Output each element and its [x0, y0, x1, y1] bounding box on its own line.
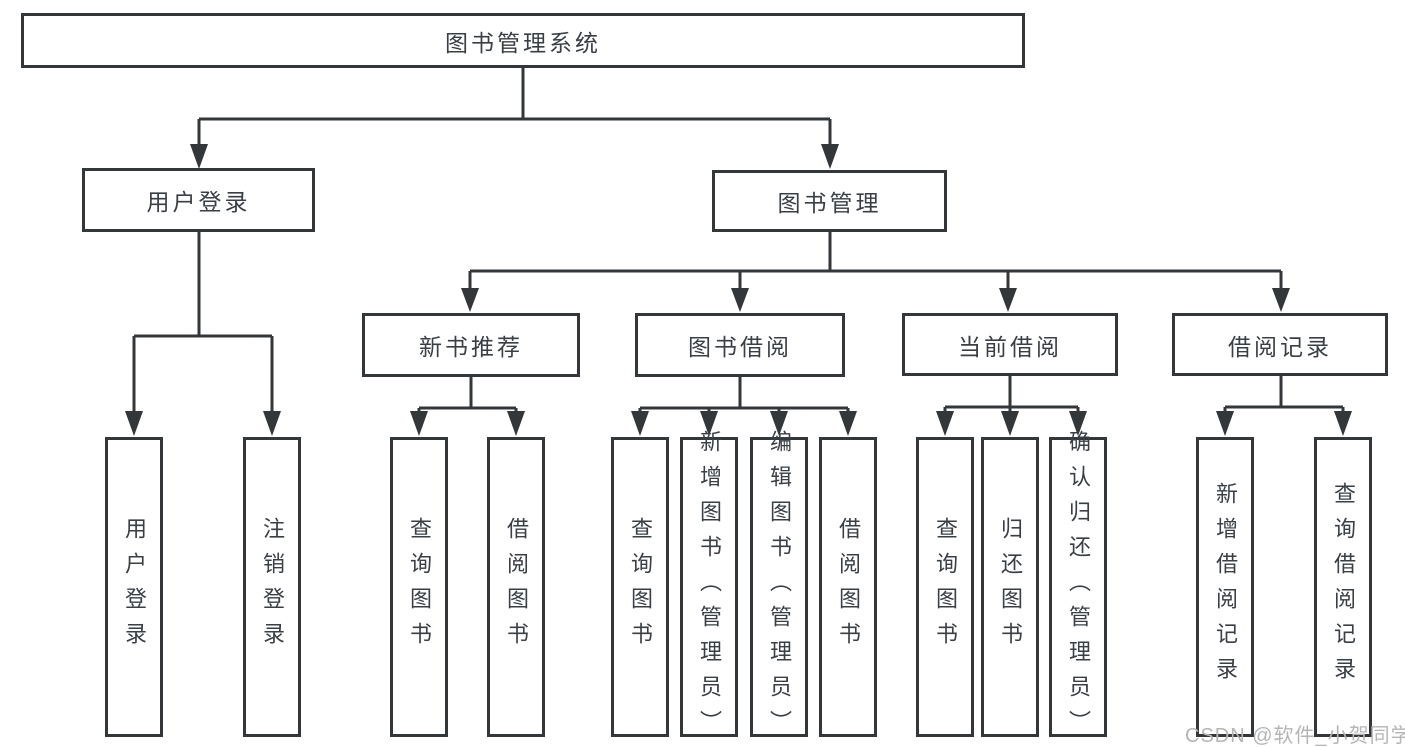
leaf-return-books: 归还图书 — [981, 437, 1039, 737]
connector-line — [943, 376, 1080, 413]
connector-root — [190, 68, 839, 169]
arrowhead-icon — [1334, 411, 1352, 436]
arrowhead-icon — [1001, 411, 1019, 436]
arrowhead-icon — [700, 411, 718, 436]
leaf-query-books-current: 查询图书 — [916, 437, 974, 737]
arrowhead-icon — [821, 144, 839, 169]
leaf-label: 查询图书 — [628, 517, 653, 657]
leaf-label: 查询图书 — [933, 517, 958, 657]
leaf-add-borrow-record: 新增借阅记录 — [1196, 437, 1254, 737]
connector-new-book-recommendation — [410, 377, 525, 436]
leaf-label: 归还图书 — [998, 517, 1023, 657]
leaf-logout: 注销登录 — [243, 437, 301, 737]
arrowhead-icon — [190, 144, 208, 169]
arrowhead-icon — [410, 411, 428, 436]
connector-line — [132, 232, 274, 413]
node-book-borrowing: 图书借阅 — [635, 313, 845, 377]
arrowhead-icon — [1216, 411, 1234, 436]
connector-line — [638, 377, 850, 413]
node-label: 借阅记录 — [1228, 333, 1332, 360]
arrowhead-icon — [731, 288, 749, 312]
leaf-edit-books-admin: 编辑图书（管理员） — [750, 430, 808, 745]
arrowhead-icon — [999, 288, 1017, 312]
connector-current-borrowing — [936, 376, 1087, 436]
node-new-book-recommendation: 新书推荐 — [362, 313, 580, 377]
connector-book-management — [461, 232, 1290, 312]
node-label: 当前借阅 — [958, 333, 1062, 360]
leaf-label: 新增借阅记录 — [1213, 482, 1238, 692]
leaf-label: 借阅图书 — [504, 517, 529, 657]
arrowhead-icon — [936, 411, 954, 436]
node-current-borrowing: 当前借阅 — [902, 313, 1118, 376]
leaf-borrow-books-newbooks: 借阅图书 — [487, 437, 545, 737]
connector-line — [417, 377, 518, 413]
arrowhead-icon — [631, 411, 649, 436]
node-borrowing-records: 借阅记录 — [1172, 313, 1388, 376]
node-label: 用户登录 — [146, 189, 251, 215]
leaf-query-borrow-record: 查询借阅记录 — [1314, 437, 1372, 737]
arrowhead-icon — [461, 288, 479, 312]
arrowhead-icon — [507, 411, 525, 436]
leaf-label: 借阅图书 — [836, 517, 861, 657]
leaf-confirm-return-admin: 确认归还（管理员） — [1049, 430, 1107, 745]
arrowhead-icon — [125, 411, 143, 436]
leaf-query-books-newbooks: 查询图书 — [390, 437, 448, 737]
leaf-user-login: 用户登录 — [105, 437, 163, 737]
leaf-label: 用户登录 — [122, 517, 147, 657]
node-label: 图书管理 — [777, 190, 882, 216]
leaf-add-books-admin: 新增图书（管理员） — [680, 430, 738, 745]
connector-line — [197, 68, 832, 146]
arrowhead-icon — [839, 411, 857, 436]
csdn-watermark: CSDN @软件_小贺同学 — [1185, 725, 1405, 747]
leaf-label: 编辑图书（管理员） — [767, 429, 792, 745]
node-library-system: 图书管理系统 — [21, 13, 1025, 68]
arrowhead-icon — [1069, 411, 1087, 436]
node-book-management: 图书管理 — [712, 170, 947, 232]
connector-line — [1223, 376, 1345, 413]
connector-user-login — [125, 232, 281, 436]
connector-borrowing-records — [1216, 376, 1352, 436]
connector-book-borrowing — [631, 377, 857, 436]
arrowhead-icon — [770, 411, 788, 436]
leaf-query-books-borrow: 查询图书 — [611, 437, 669, 737]
node-user-login: 用户登录 — [82, 168, 315, 232]
arrowhead-icon — [263, 411, 281, 436]
leaf-label: 查询借阅记录 — [1331, 482, 1356, 692]
connector-line — [468, 232, 1283, 290]
leaf-label: 新增图书（管理员） — [697, 429, 722, 745]
leaf-label: 确认归还（管理员） — [1066, 429, 1091, 745]
arrowhead-icon — [1272, 288, 1290, 312]
node-label: 图书借阅 — [688, 334, 792, 360]
leaf-label: 查询图书 — [407, 517, 432, 657]
leaf-label: 注销登录 — [260, 517, 285, 657]
node-label: 新书推荐 — [419, 334, 523, 360]
leaf-borrow-books-borrow: 借阅图书 — [819, 437, 877, 737]
node-label: 图书管理系统 — [445, 29, 601, 56]
